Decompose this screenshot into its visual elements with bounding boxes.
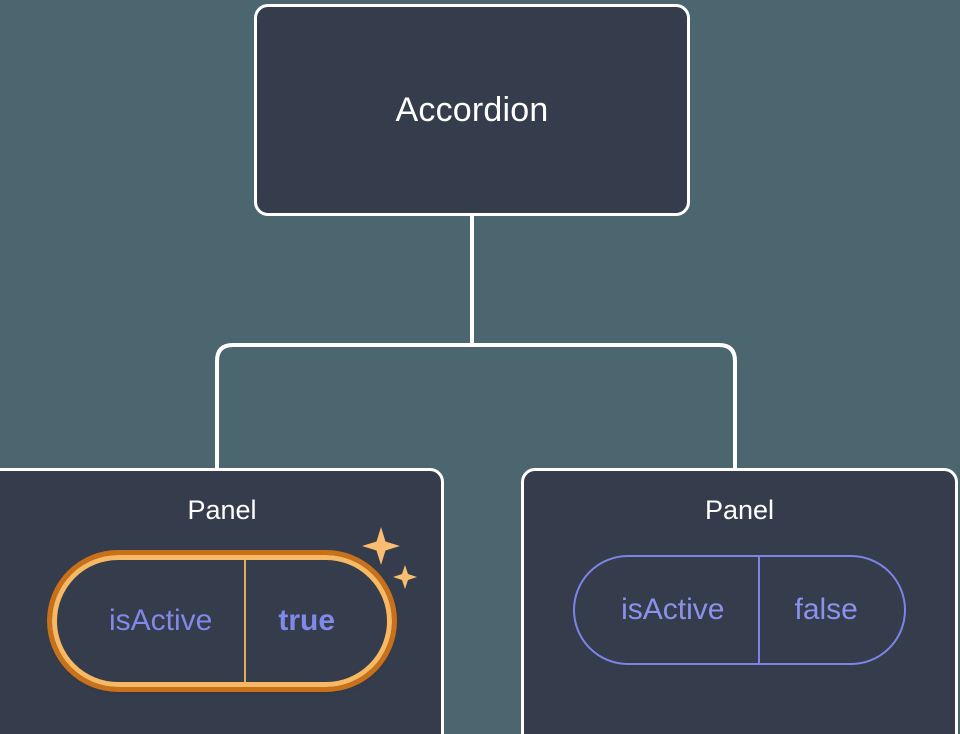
prop-key: isActive <box>108 604 213 637</box>
tree-node-panel-active-label: Panel <box>187 495 257 525</box>
prop-pill-isactive-false[interactable]: isActive false <box>573 555 906 665</box>
prop-value: true <box>244 560 387 682</box>
connector-branch-bar <box>215 343 737 468</box>
prop-pill-wrapper-active: isActive true <box>0 527 441 692</box>
tree-node-accordion[interactable]: Accordion <box>254 4 690 216</box>
tree-node-panel-active[interactable]: Panel isActive true <box>0 468 444 734</box>
tree-node-panel-inactive[interactable]: Panel isActive false <box>521 468 958 734</box>
tree-node-panel-inactive-label: Panel <box>704 495 775 525</box>
prop-value: false <box>758 557 903 663</box>
tree-node-accordion-label: Accordion <box>395 91 549 129</box>
prop-key: isActive <box>621 593 725 626</box>
sparkle-small-icon <box>393 565 417 589</box>
prop-pill-isactive-true[interactable]: isActive true <box>46 550 398 692</box>
prop-pill-wrapper-inactive: isActive false <box>524 555 955 665</box>
